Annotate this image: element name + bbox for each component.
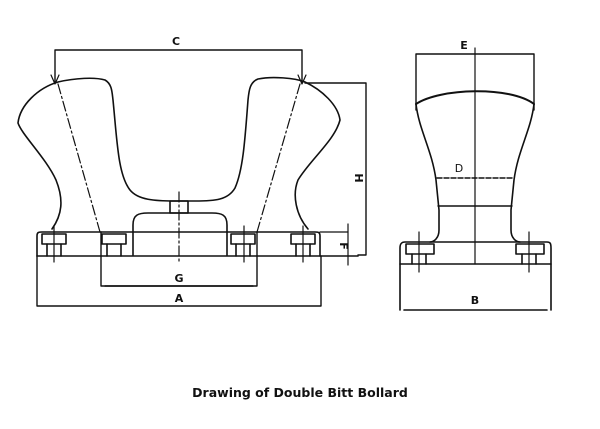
label-c: C: [172, 35, 180, 48]
label-g: G: [174, 272, 183, 285]
label-e: E: [460, 39, 468, 52]
dim-a: [36, 255, 322, 307]
side-base: [399, 241, 552, 311]
side-view: [399, 47, 552, 311]
label-b: B: [471, 294, 479, 307]
label-f: F: [337, 242, 350, 250]
dim-c: [54, 49, 303, 83]
drawing-caption: Drawing of Double Bitt Bollard: [192, 385, 408, 400]
label-d: D: [455, 162, 463, 175]
dim-h: [304, 82, 367, 256]
label-h: H: [352, 173, 365, 182]
center-saddle: [132, 212, 228, 256]
side-body: [415, 103, 440, 243]
front-view: [17, 49, 367, 307]
label-a: A: [175, 292, 184, 305]
